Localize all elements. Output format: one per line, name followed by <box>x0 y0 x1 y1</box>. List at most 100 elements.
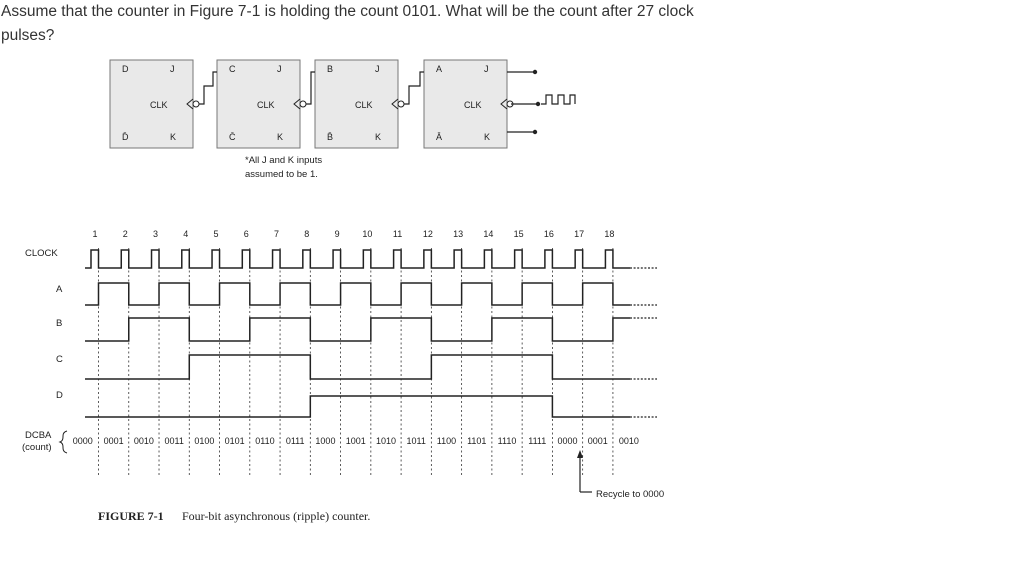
count-value: 0000 <box>73 436 93 446</box>
pulse-number: 15 <box>514 229 524 239</box>
pulse-number: 5 <box>214 229 219 239</box>
circuit-wiring <box>199 69 576 135</box>
flipflop-b: B J CLK B̄ K <box>314 59 405 149</box>
clock-bubble <box>397 100 405 108</box>
pulse-number: 7 <box>274 229 279 239</box>
pulse-number: 6 <box>244 229 249 239</box>
question-text: Assume that the counter in Figure 7-1 is… <box>1 3 694 44</box>
count-value: 1100 <box>437 436 456 446</box>
flipflop-q-label: C <box>229 64 236 74</box>
flipflop-c: C J CLK C̄ K <box>216 59 307 149</box>
clock-source-icon <box>541 94 576 105</box>
count-value: 0001 <box>104 436 124 446</box>
flipflop-body <box>314 59 399 149</box>
recycle-annotation: Recycle to 0000 <box>577 450 664 500</box>
flipflop-qbar-label: Ā <box>436 132 442 142</box>
flipflop-qbar-label: C̄ <box>229 132 236 142</box>
count-value: 0001 <box>588 436 608 446</box>
dcba-label: DCBA <box>25 430 52 441</box>
flipflop-d: D J CLK D̄ K <box>109 59 200 149</box>
flipflop-k-label: K <box>170 132 176 142</box>
pulse-number: 13 <box>453 229 463 239</box>
pulse-number: 8 <box>304 229 309 239</box>
flipflop-k-label: K <box>484 132 490 142</box>
flipflop-j-label: J <box>170 64 175 74</box>
pulse-number: 17 <box>574 229 584 239</box>
flipflop-q-label: A <box>436 64 442 74</box>
count-value: 0110 <box>255 436 274 446</box>
flipflop-body <box>109 59 194 149</box>
signal-label: D <box>56 390 63 401</box>
count-value: 1010 <box>376 436 396 446</box>
clock-bubble <box>299 100 307 108</box>
pulse-number: 1 <box>92 229 97 239</box>
ripple-wire <box>404 71 424 105</box>
signal-label: B <box>56 318 62 329</box>
timing-waveforms <box>85 249 657 418</box>
clock-waveform <box>85 249 630 269</box>
count-value: 1011 <box>407 436 426 446</box>
signal-label: C <box>56 354 63 365</box>
wave-d <box>85 395 630 418</box>
flipflop-q-label: D <box>122 64 129 74</box>
signal-label: A <box>56 284 63 295</box>
count-value: 1111 <box>528 436 546 446</box>
flipflop-j-label: J <box>375 64 380 74</box>
flipflop-clk-label: CLK <box>150 100 168 110</box>
flipflop-k-label: K <box>375 132 381 142</box>
flipflop-qbar-label: B̄ <box>327 132 333 142</box>
count-value: 1001 <box>346 436 366 446</box>
wave-b <box>85 317 630 342</box>
count-value: 0010 <box>134 436 154 446</box>
clock-triangle <box>391 98 399 110</box>
flipflop-qbar-label: D̄ <box>122 132 129 142</box>
count-label: (count) <box>22 442 52 453</box>
count-value: 1101 <box>467 436 486 446</box>
pulse-number: 14 <box>483 229 493 239</box>
count-value: 0011 <box>164 436 183 446</box>
flipflop-clk-label: CLK <box>257 100 275 110</box>
clock-bubble <box>192 100 200 108</box>
count-value: 0010 <box>619 436 639 446</box>
pulse-number: 11 <box>393 229 402 239</box>
pulse-number: 16 <box>544 229 554 239</box>
recycle-label: Recycle to 0000 <box>596 489 664 500</box>
count-value: 0100 <box>194 436 214 446</box>
note-line-2: assumed to be 1. <box>245 169 318 180</box>
flipflop-k-label: K <box>277 132 283 142</box>
pulse-number: 3 <box>153 229 158 239</box>
count-value: 1000 <box>315 436 335 446</box>
flipflop-q-label: B <box>327 64 333 74</box>
wave-a <box>85 282 630 306</box>
flipflop-j-label: J <box>277 64 282 74</box>
count-value: 0000 <box>558 436 578 446</box>
pulse-number: 4 <box>183 229 188 239</box>
count-value: 0111 <box>286 436 305 446</box>
pulse-number: 2 <box>123 229 128 239</box>
figure-number: FIGURE 7-1 <box>98 509 164 523</box>
flipflop-a: A J CLK Ā K <box>423 59 514 149</box>
count-value: 1110 <box>498 436 517 446</box>
flipflop-chain: D J CLK D̄ K C J CLK C̄ K B J CLK B̄ K A J CLK Ā K <box>109 59 514 149</box>
figure-caption: Four-bit asynchronous (ripple) counter. <box>182 509 370 523</box>
flipflop-j-label: J <box>484 64 489 74</box>
flipflop-body <box>216 59 301 149</box>
ripple-wire <box>306 71 315 105</box>
pulse-number: 10 <box>362 229 372 239</box>
wave-c <box>85 354 630 380</box>
count-sequence: 0000 0001 0010 0011 0100 0101 0110 0111 1000 1001… <box>73 436 639 446</box>
count-brace <box>58 430 68 454</box>
pulse-number: 9 <box>335 229 340 239</box>
count-value: 0101 <box>225 436 245 446</box>
clock-triangle <box>500 98 508 110</box>
flipflop-body <box>423 59 508 149</box>
clock-triangle <box>186 98 194 110</box>
pulse-number: 18 <box>604 229 614 239</box>
flipflop-clk-label: CLK <box>355 100 373 110</box>
note-line-1: *All J and K inputs <box>245 155 322 166</box>
clock-triangle <box>293 98 301 110</box>
flipflop-clk-label: CLK <box>464 100 482 110</box>
